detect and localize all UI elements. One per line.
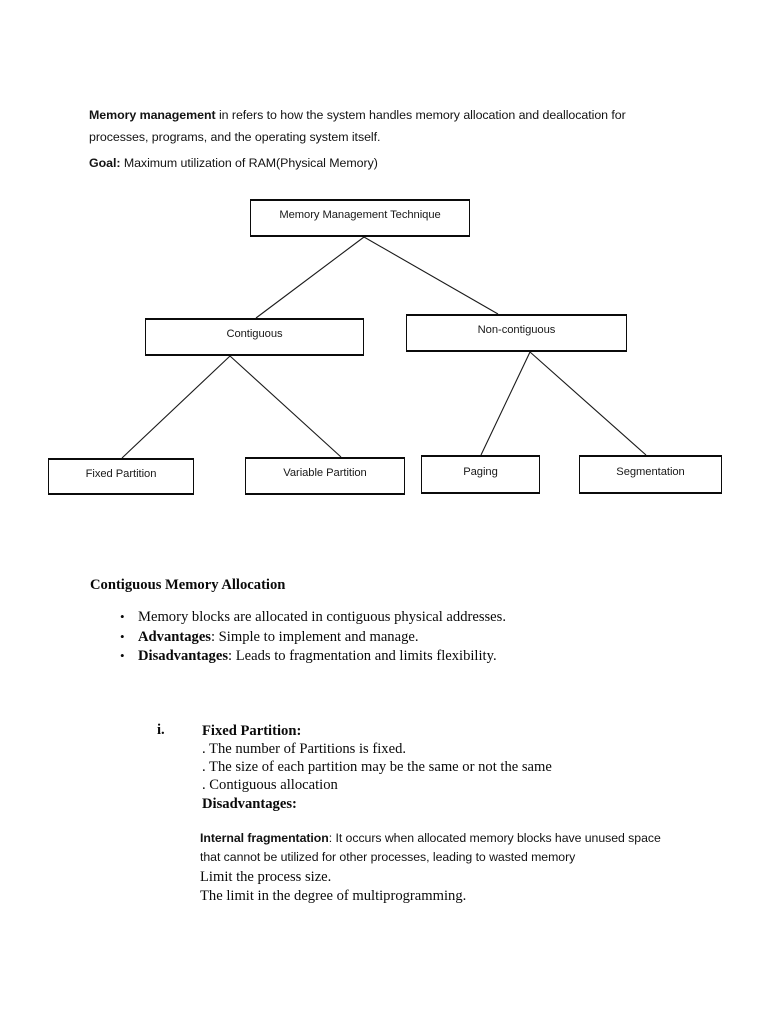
goal-text: Maximum utilization of RAM(Physical Memo… (120, 156, 378, 171)
roman-item-line: . The size of each partition may be the … (202, 759, 552, 775)
list-item: Advantages: Simple to implement and mana… (110, 627, 506, 648)
node-segmentation[interactable]: Segmentation (579, 455, 722, 494)
bullet-text: : Leads to fragmentation and limits flex… (228, 648, 497, 664)
intro-lead-rest: in refers to how the system handles memo… (89, 108, 626, 145)
intro-lead-bold: Memory management (89, 108, 216, 123)
list-item: Disadvantages: Leads to fragmentation an… (110, 646, 506, 667)
connector-root-to-noncontiguous (363, 236, 499, 315)
node-paging[interactable]: Paging (421, 455, 540, 494)
fragmentation-extra-line: The limit in the degree of multiprogramm… (200, 888, 467, 904)
connector-root-to-contiguous (255, 236, 365, 319)
fragmentation-definition: Internal fragmentation: It occurs when a… (200, 829, 680, 867)
fragmentation-term: Internal fragmentation (200, 831, 329, 845)
bullet-bold: Advantages (138, 628, 211, 645)
fragmentation-extra-line: Limit the process size. (200, 869, 332, 885)
connector-contiguous-to-variable (229, 355, 342, 458)
node-contiguous[interactable]: Contiguous (145, 318, 364, 356)
list-item: Memory blocks are allocated in contiguou… (110, 607, 506, 628)
memory-management-tree-diagram: Memory Management Technique Contiguous N… (0, 180, 768, 520)
goal-paragraph: Goal: Maximum utilization of RAM(Physica… (89, 152, 669, 174)
diagram-connector-lines (121, 236, 647, 459)
roman-item-line: . The number of Partitions is fixed. (202, 741, 407, 757)
bullet-text: Memory blocks are allocated in contiguou… (138, 609, 506, 625)
intro-paragraph: Memory management in refers to how the s… (89, 104, 669, 148)
bullet-bold: Disadvantages (138, 648, 229, 664)
roman-marker: i. (157, 722, 165, 738)
roman-item-title: Fixed Partition: (202, 723, 302, 739)
connector-noncontiguous-to-segmentation (529, 351, 647, 456)
roman-item-line: . Contiguous allocation (202, 777, 338, 793)
node-label: Paging (463, 465, 498, 478)
section-heading-contiguous-memory-allocation: Contiguous Memory Allocation (90, 577, 286, 593)
bullet-text: : Simple to implement and manage. (210, 628, 419, 645)
node-label: Variable Partition (283, 467, 367, 479)
node-label: Contiguous (226, 328, 283, 340)
node-label: Memory Management Technique (279, 209, 441, 221)
node-variable-partition[interactable]: Variable Partition (245, 457, 405, 495)
connector-contiguous-to-fixed (121, 355, 231, 459)
contiguous-bullet-list: Memory blocks are allocated in contiguou… (110, 607, 506, 667)
disadvantages-label: Disadvantages: (202, 796, 297, 812)
fragmentation-extra-lines: Limit the process size. The limit in the… (200, 868, 680, 906)
node-memory-management-technique[interactable]: Memory Management Technique (250, 199, 470, 237)
node-non-contiguous[interactable]: Non-contiguous (406, 314, 627, 352)
internal-fragmentation-block: Internal fragmentation: It occurs when a… (200, 829, 680, 906)
node-fixed-partition[interactable]: Fixed Partition (48, 458, 194, 495)
connector-noncontiguous-to-paging (480, 351, 531, 456)
node-label: Segmentation (616, 465, 685, 478)
node-label: Fixed Partition (85, 467, 157, 480)
node-label: Non-contiguous (477, 324, 556, 336)
goal-label: Goal: (89, 156, 121, 171)
fragmentation-text: : It occurs when allocated memory blocks… (200, 831, 661, 864)
roman-item-body: Fixed Partition: . The number of Partiti… (202, 722, 722, 813)
